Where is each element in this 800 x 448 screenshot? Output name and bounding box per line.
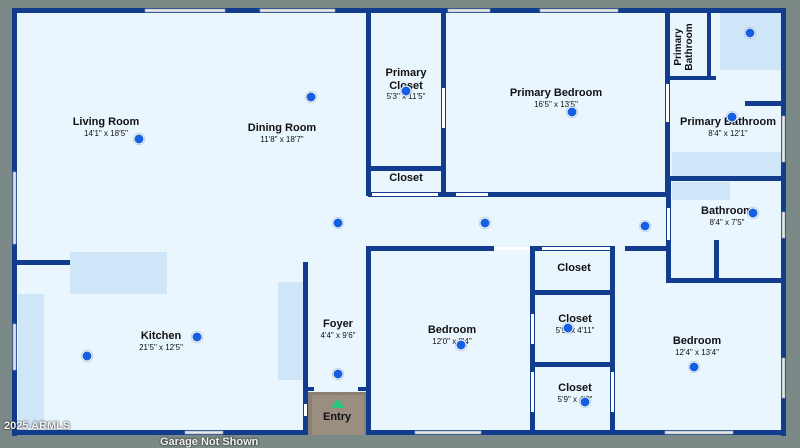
bathroom-dims: 8'4" x 7'5" xyxy=(709,217,745,227)
living-room-label: Living Room 14'1" x 18'5" xyxy=(73,116,140,138)
foyer-name: Foyer xyxy=(323,318,353,330)
primary-bedroom-dims: 16'5" x 13'5" xyxy=(534,99,578,109)
360-view-marker-icon[interactable] xyxy=(81,350,93,362)
closet-mid-name: Closet xyxy=(558,313,592,325)
primary-bathroom-small-label: Primary Bathroom xyxy=(673,23,695,71)
closet-mid-label: Closet 5'9" x 4'11" xyxy=(556,313,595,335)
360-view-marker-icon[interactable] xyxy=(579,396,591,408)
closet-top-name: Closet xyxy=(557,262,591,274)
360-view-marker-icon[interactable] xyxy=(747,207,759,219)
primary-bathroom-name: Primary Bathroom xyxy=(680,116,776,128)
360-view-marker-icon[interactable] xyxy=(455,339,467,351)
primary-bathroom-dims: 8'4" x 12'1" xyxy=(708,128,748,138)
living-room-dims: 14'1" x 18'5" xyxy=(84,128,128,138)
primary-bathroom-label: Primary Bathroom 8'4" x 12'1" xyxy=(680,116,776,138)
360-view-marker-icon[interactable] xyxy=(332,368,344,380)
windows xyxy=(12,8,786,435)
360-view-marker-icon[interactable] xyxy=(133,133,145,145)
closet-top-label: Closet xyxy=(557,262,591,275)
closet-bottom-name: Closet xyxy=(558,382,592,394)
hall-closet-label: Closet xyxy=(389,172,423,185)
closet-bottom-dims: 5'9" x 4'0" xyxy=(557,394,593,404)
kitchen-label: Kitchen 21'5" x 12'5" xyxy=(139,330,183,352)
360-view-marker-icon[interactable] xyxy=(688,361,700,373)
dining-room-name: Dining Room xyxy=(247,122,317,134)
living-room-name: Living Room xyxy=(72,116,140,128)
bedroom-a-name: Bedroom xyxy=(427,324,477,336)
360-view-marker-icon[interactable] xyxy=(191,331,203,343)
360-view-marker-icon[interactable] xyxy=(305,91,317,103)
hall-closet-name: Closet xyxy=(389,172,423,184)
primary-closet-dims: 5'3" x 11'5" xyxy=(386,92,426,102)
foyer-dims: 4'4" x 9'6" xyxy=(320,330,356,340)
360-view-marker-icon[interactable] xyxy=(562,322,574,334)
foyer-label: Foyer 4'4" x 9'6" xyxy=(321,318,356,340)
entry-label: Entry xyxy=(323,411,352,423)
360-view-marker-icon[interactable] xyxy=(726,111,738,123)
primary-bedroom-label: Primary Bedroom 16'5" x 13'5" xyxy=(510,87,602,109)
bedroom-b-dims: 12'4" x 13'4" xyxy=(675,347,719,357)
fixtures xyxy=(18,10,784,428)
360-view-marker-icon[interactable] xyxy=(566,106,578,118)
360-view-marker-icon[interactable] xyxy=(400,85,412,97)
bedroom-a-dims: 12'0" x 8'4" xyxy=(432,336,472,346)
kitchen-dims: 21'5" x 12'5" xyxy=(139,342,183,352)
door-openings xyxy=(304,84,670,416)
kitchen-name: Kitchen xyxy=(140,330,182,342)
closet-mid-dims: 5'9" x 4'11" xyxy=(555,325,595,335)
primary-bedroom-name: Primary Bedroom xyxy=(509,87,603,99)
bedroom-b-name: Bedroom xyxy=(672,335,722,347)
dining-room-label: Dining Room 11'8" x 18'7" xyxy=(248,122,316,144)
360-view-marker-icon[interactable] xyxy=(332,217,344,229)
dining-room-dims: 11'8" x 18'7" xyxy=(260,134,304,144)
copyright-text: 2025 ARMLS xyxy=(4,420,71,432)
garage-note: Garage Not Shown xyxy=(160,436,259,448)
360-view-marker-icon[interactable] xyxy=(639,220,651,232)
bathroom-name: Bathroom xyxy=(701,205,753,217)
floor xyxy=(12,10,784,432)
360-view-marker-icon[interactable] xyxy=(744,27,756,39)
bedroom-b-label: Bedroom 12'4" x 13'4" xyxy=(673,335,721,357)
bathroom-label: Bathroom 8'4" x 7'5" xyxy=(701,205,753,227)
360-view-marker-icon[interactable] xyxy=(479,217,491,229)
entry-arrow-icon xyxy=(331,399,345,408)
bedroom-a-label: Bedroom 12'0" x 8'4" xyxy=(428,324,476,346)
closet-bottom-label: Closet 5'9" x 4'0" xyxy=(558,382,593,404)
